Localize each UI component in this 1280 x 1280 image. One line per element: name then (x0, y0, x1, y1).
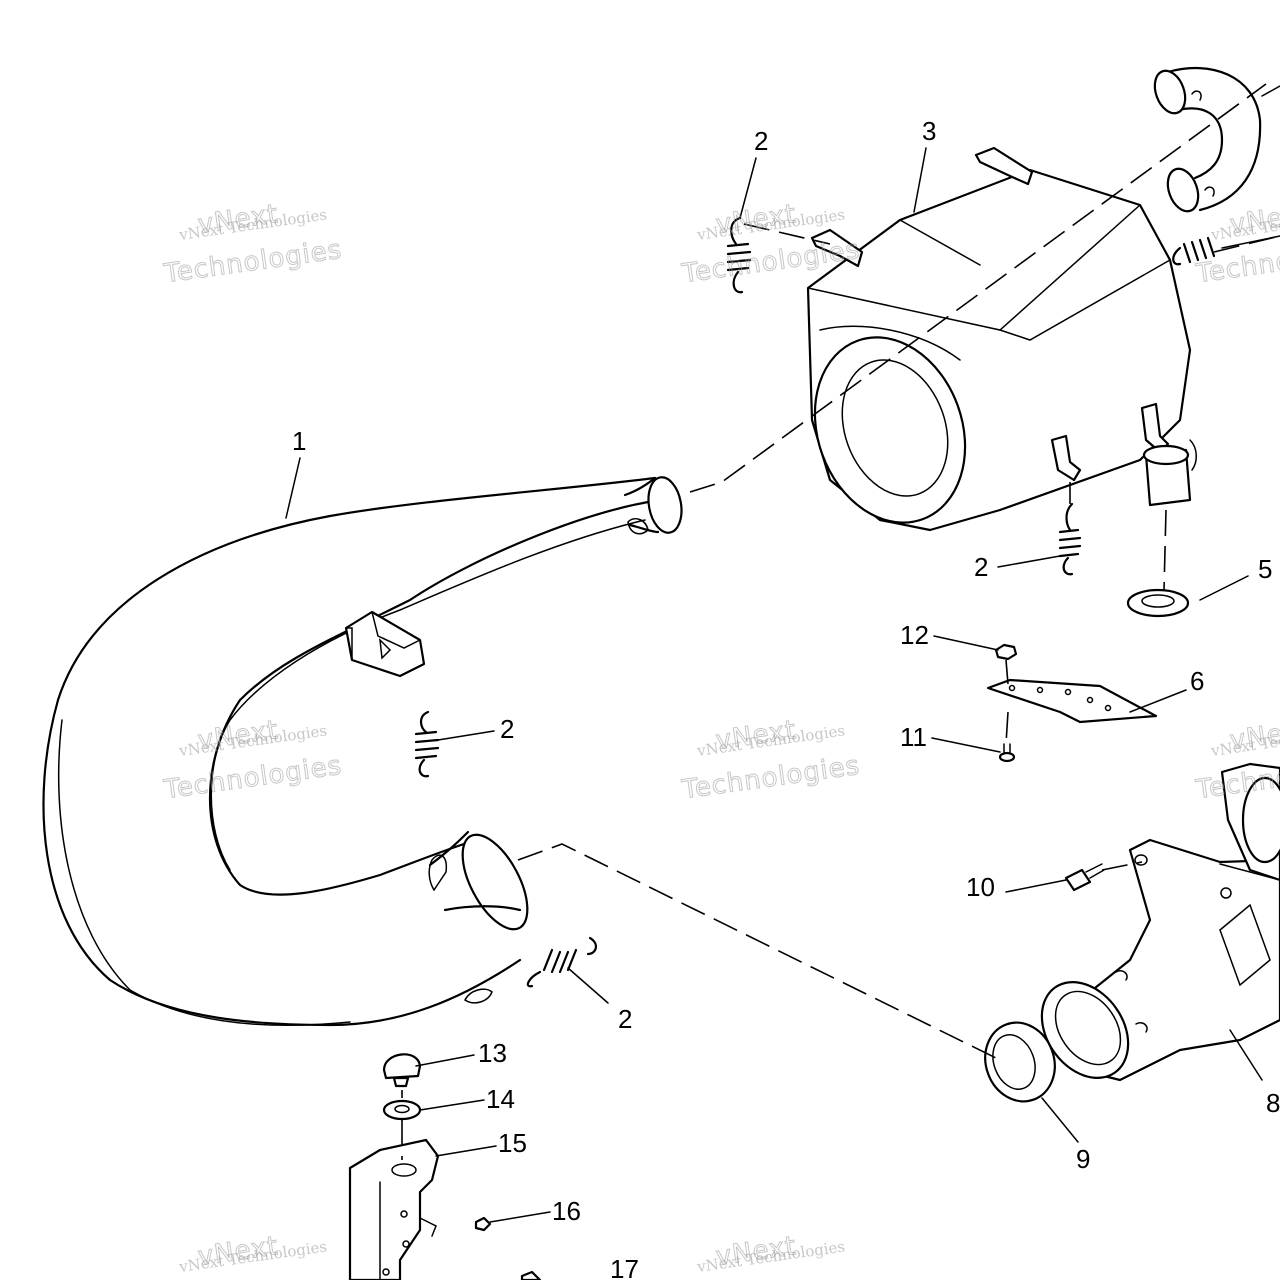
exhaust-pipe-part-1 (42, 476, 683, 1027)
callout-1: 1 (292, 426, 306, 456)
callout-labels: 1 2 2 2 2 3 5 6 8 9 10 11 12 13 14 15 16… (292, 116, 1280, 1280)
callout-10: 10 (966, 872, 995, 902)
washer-part-14 (382, 1099, 422, 1121)
callout-5: 5 (1258, 554, 1272, 584)
leader-lines (285, 83, 1280, 1223)
svg-text:Technologies: Technologies (162, 751, 344, 806)
spring-part-2-e (1172, 236, 1216, 266)
watermark: vNext vNext Technologies (177, 1231, 328, 1276)
watermark: vNext vNext Technologies (695, 1231, 846, 1276)
callout-2-pipe: 2 (500, 714, 514, 744)
callout-16: 16 (552, 1196, 581, 1226)
manifold-part-8 (1040, 762, 1280, 1082)
callout-8: 8 (1266, 1088, 1280, 1118)
gasket-part-9 (984, 1021, 1056, 1103)
fastener-part-17 (520, 1270, 542, 1280)
u-bend-pipe (1153, 67, 1280, 213)
svg-text:Technologies: Technologies (162, 235, 344, 290)
spring-part-2-a (726, 216, 752, 294)
sensor-part-10 (1064, 863, 1105, 892)
callout-2-lower: 2 (618, 1004, 632, 1034)
watermark: vNext vNext Technologies Technologies (1193, 199, 1280, 290)
callout-15: 15 (498, 1128, 527, 1158)
watermark: vNext vNext Technologies Technologies (161, 199, 344, 290)
callout-9: 9 (1076, 1144, 1090, 1174)
callout-6: 6 (1190, 666, 1204, 696)
cap-part-13 (382, 1053, 422, 1088)
watermark: vNext vNext Technologies Technologies (679, 715, 862, 806)
spring-part-2-c (414, 710, 440, 778)
spring-part-2-d (526, 936, 597, 988)
callout-14: 14 (486, 1084, 515, 1114)
nut-part-16 (474, 1216, 492, 1232)
callout-2-top: 2 (754, 126, 768, 156)
spring-part-2-b (1058, 502, 1082, 576)
callout-17: 17 (610, 1254, 639, 1280)
muffler-part-3 (806, 146, 1197, 532)
callout-2-muffler: 2 (974, 552, 988, 582)
nut-part-12 (994, 643, 1018, 661)
screw-part-11 (998, 743, 1016, 763)
bracket-part-15 (348, 1138, 440, 1280)
callout-3: 3 (922, 116, 936, 146)
heat-shield-part-6 (986, 678, 1158, 724)
seal-ring-part-5 (1126, 588, 1190, 618)
callout-13: 13 (478, 1038, 507, 1068)
svg-text:Technologies: Technologies (680, 751, 862, 806)
callout-11: 11 (900, 722, 927, 752)
watermark: vNext vNext Technologies Technologies (1193, 715, 1280, 806)
watermark: vNext vNext Technologies Technologies (161, 715, 344, 806)
svg-text:Technologies: Technologies (1194, 235, 1280, 290)
callout-12: 12 (900, 620, 929, 650)
